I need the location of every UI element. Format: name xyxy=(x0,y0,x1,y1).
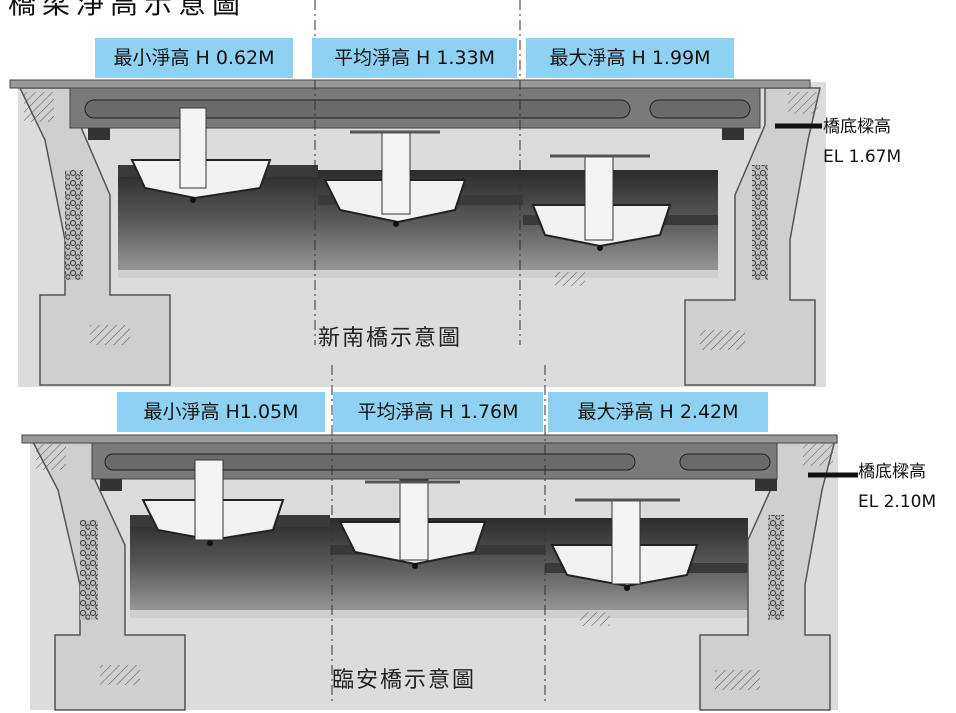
elevation-value: EL 1.67M xyxy=(823,147,902,167)
boat-1 xyxy=(130,107,272,203)
min-clearance-label: 最小淨高 H 0.62M xyxy=(95,38,293,78)
bridge-name-linan: 臨安橋示意圖 xyxy=(332,668,477,693)
min-clearance-label: 最小淨高 H1.05M xyxy=(117,392,325,432)
max-clearance-label: 最大淨高 H 1.99M xyxy=(526,38,734,78)
bridge-deck xyxy=(21,434,838,444)
right-rubble xyxy=(768,515,784,620)
boat-3 xyxy=(531,154,672,251)
boat-1 xyxy=(141,459,285,546)
boat-3 xyxy=(550,498,699,591)
avg-clearance-label: 平均淨高 H 1.76M xyxy=(333,392,543,432)
avg-clearance-label: 平均淨高 H 1.33M xyxy=(312,38,517,78)
elevation-title: 橋底樑高 xyxy=(823,117,891,137)
bridge-deck xyxy=(9,79,811,89)
bridge-panel-xinnan: 最小淨高 H 0.62M 平均淨高 H 1.33M 最大淨高 H 1.99M 橋… xyxy=(9,0,901,387)
bridge-section-drawing xyxy=(21,365,858,711)
elevation-value: EL 2.10M xyxy=(858,492,937,512)
girder-elevation-label: 橋底樑高 EL 1.67M xyxy=(823,115,901,169)
boat-2 xyxy=(338,479,487,569)
max-clearance-label: 最大淨高 H 2.42M xyxy=(548,392,768,432)
bridge-section-drawing xyxy=(9,0,826,387)
bridge-name-xinnan: 新南橋示意圖 xyxy=(318,326,463,351)
bridge-panel-linan: 最小淨高 H1.05M 平均淨高 H 1.76M 最大淨高 H 2.42M 橋底… xyxy=(0,360,956,713)
left-rubble xyxy=(65,170,83,280)
right-rubble xyxy=(752,165,768,280)
boat-2 xyxy=(323,130,467,227)
elevation-title: 橋底樑高 xyxy=(858,462,926,482)
page-title: 橋梁淨高示意圖 xyxy=(8,0,247,20)
girder-elevation-label: 橋底樑高 EL 2.10M xyxy=(858,460,936,514)
left-rubble xyxy=(80,520,98,620)
